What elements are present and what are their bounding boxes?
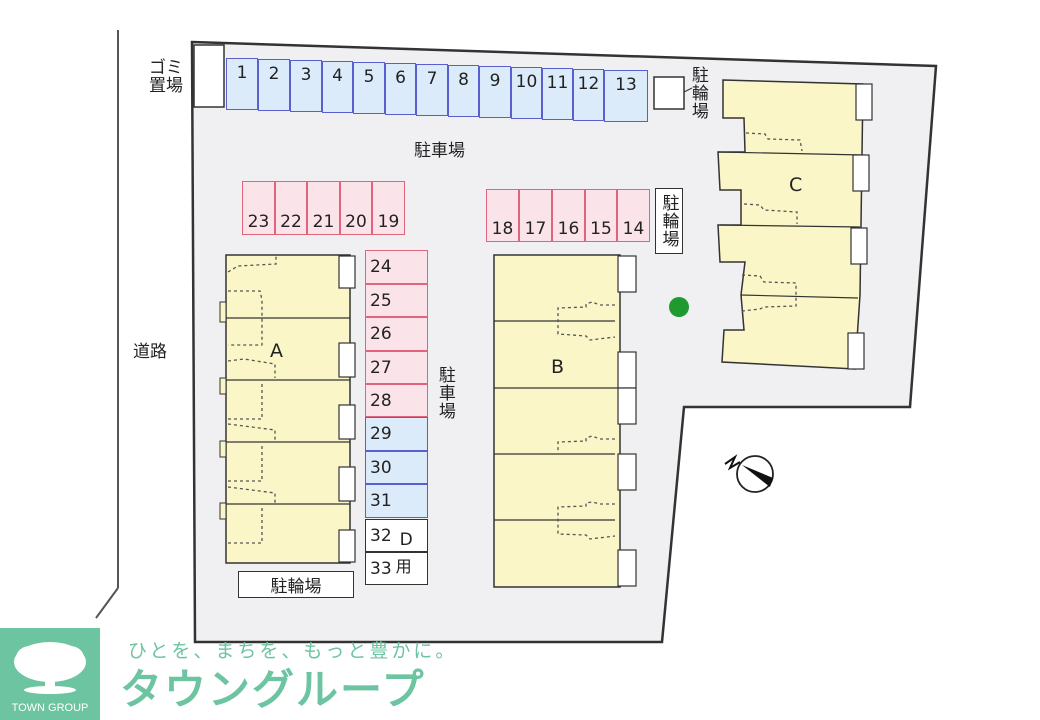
brand-name: タウングループ	[120, 665, 426, 714]
bike-parking-top-label: 駐輪場	[687, 66, 708, 120]
parking-space-25[interactable]: 25	[365, 284, 428, 317]
parking-space-23[interactable]: 23	[242, 181, 275, 235]
parking-space-13[interactable]: 13	[604, 70, 648, 122]
parking-space-11[interactable]: 11	[542, 68, 573, 120]
parking-space-16[interactable]: 16	[552, 189, 585, 242]
building-b	[493, 254, 637, 588]
parking-space-8[interactable]: 8	[448, 65, 479, 117]
bike-parking-bottom: 駐輪場	[238, 571, 354, 598]
tree-logo-icon	[14, 642, 86, 694]
d-use-label: D	[399, 529, 413, 550]
parking-space-22[interactable]: 22	[275, 181, 307, 235]
bike-parking-top	[653, 76, 685, 110]
parking-space-9[interactable]: 9	[479, 66, 511, 118]
parking-space-2[interactable]: 2	[258, 59, 290, 111]
logo-text: TOWN GROUP	[11, 702, 89, 714]
parking-space-15[interactable]: 15	[585, 189, 617, 242]
parking-space-28[interactable]: 28	[365, 384, 428, 417]
building-a-label: A	[270, 340, 283, 362]
parking-space-29[interactable]: 29	[365, 417, 428, 451]
parking-space-4[interactable]: 4	[322, 61, 353, 113]
brand-tagline: ひとを、まちを、もっと豊かに。	[128, 640, 458, 662]
building-c	[717, 79, 873, 370]
parking-space-3[interactable]: 3	[290, 60, 322, 112]
parking-label-top: 駐車場	[414, 141, 465, 161]
parking-space-21[interactable]: 21	[307, 181, 340, 235]
parking-space-18[interactable]: 18	[486, 189, 519, 242]
building-a	[219, 254, 356, 564]
road-label: 道路	[133, 342, 167, 362]
parking-space-number: 32	[370, 525, 392, 546]
parking-space-6[interactable]: 6	[385, 63, 416, 115]
parking-space-number: 33	[370, 558, 392, 579]
parking-space-27[interactable]: 27	[365, 351, 428, 384]
parking-space-20[interactable]: 20	[340, 181, 372, 235]
building-b-label: B	[551, 356, 565, 378]
parking-space-17[interactable]: 17	[519, 189, 552, 242]
parking-space-5[interactable]: 5	[353, 62, 385, 114]
tree-icon	[669, 297, 689, 317]
north-arrow-icon	[724, 454, 774, 493]
building-c-label: C	[789, 174, 803, 196]
parking-space-24[interactable]: 24	[365, 250, 428, 284]
parking-space-1[interactable]: 1	[226, 58, 258, 110]
parking-space-33[interactable]: 33 用	[365, 552, 428, 585]
bike-parking-mid: 駐輪場	[655, 188, 683, 254]
garbage-area-label: ゴミ置場	[149, 58, 183, 96]
parking-space-32[interactable]: 32 D	[365, 519, 428, 552]
garbage-area	[193, 44, 225, 108]
parking-space-14[interactable]: 14	[617, 189, 650, 242]
parking-space-31[interactable]: 31	[365, 484, 428, 518]
parking-space-7[interactable]: 7	[416, 64, 448, 116]
parking-space-10[interactable]: 10	[511, 67, 542, 119]
parking-space-12[interactable]: 12	[573, 69, 604, 121]
parking-space-30[interactable]: 30	[365, 451, 428, 484]
parking-space-19[interactable]: 19	[372, 181, 405, 235]
parking-space-26[interactable]: 26	[365, 317, 428, 351]
d-use-label-2: 用	[395, 556, 412, 576]
town-group-logo: TOWN GROUP	[0, 628, 100, 720]
parking-label-side: 駐車場	[434, 366, 455, 420]
